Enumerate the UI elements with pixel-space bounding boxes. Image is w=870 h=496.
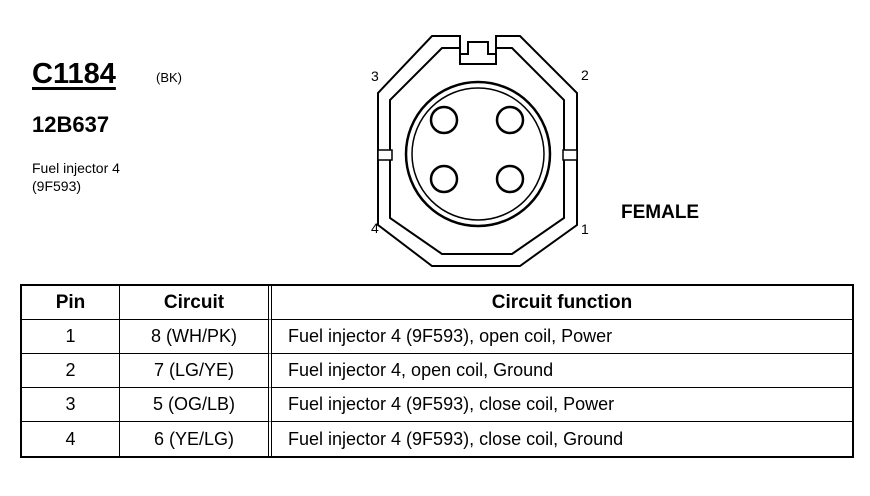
connector-color-code: (BK) — [156, 70, 182, 85]
cell-pin: 2 — [22, 354, 120, 388]
left-latch-tab — [377, 149, 393, 161]
header-circuit-function: Circuit function — [272, 286, 852, 320]
connector-gender-label: FEMALE — [621, 202, 700, 223]
cell-circuit: 6 (YE/LG) — [120, 422, 272, 456]
part-number: 12B637 — [32, 112, 110, 137]
description-line-1: Fuel injector 4 — [32, 160, 120, 176]
cell-function: Fuel injector 4, open coil, Ground — [272, 354, 852, 388]
connector-description: Fuel injector 4 (9F593) — [32, 159, 120, 195]
table-row: 2 7 (LG/YE) Fuel injector 4, open coil, … — [22, 354, 852, 388]
pin-3-socket — [429, 105, 459, 135]
connector-face-diagram: 3 2 4 1 — [371, 35, 589, 267]
connector-outer-shell — [377, 35, 578, 267]
right-latch-tab — [562, 149, 578, 161]
cell-pin: 1 — [22, 320, 120, 354]
cell-pin: 3 — [22, 388, 120, 422]
table-row: 3 5 (OG/LB) Fuel injector 4 (9F593), clo… — [22, 388, 852, 422]
cell-function: Fuel injector 4 (9F593), close coil, Pow… — [272, 388, 852, 422]
cell-pin: 4 — [22, 422, 120, 456]
pin-label-bottom-right: 1 — [581, 221, 589, 237]
cell-function: Fuel injector 4 (9F593), close coil, Gro… — [288, 428, 624, 449]
pin-1-socket — [495, 164, 525, 194]
table-header-row: Pin Circuit Circuit function — [22, 286, 852, 320]
pin-cavity-inner-ring — [411, 87, 545, 221]
pin-4-socket — [429, 164, 459, 194]
pin-cavity-ring — [404, 80, 552, 228]
table-row: 1 8 (WH/PK) Fuel injector 4 (9F593), ope… — [22, 320, 852, 354]
cell-function: Fuel injector 4 (9F593), open coil, Powe… — [272, 320, 852, 354]
header-pin: Pin — [22, 286, 120, 320]
connector-id: C1184 — [32, 58, 116, 90]
pin-circuit-table: Pin Circuit Circuit function 1 8 (WH/PK)… — [20, 284, 854, 458]
description-line-2: (9F593) — [32, 178, 82, 194]
pin-label-top-right: 2 — [581, 67, 589, 83]
connector-inner-shell — [389, 47, 565, 255]
pin-label-bottom-left: 4 — [371, 220, 379, 236]
cell-circuit: 5 (OG/LB) — [120, 388, 272, 422]
pin-label-top-left: 3 — [371, 68, 379, 84]
header-circuit: Circuit — [120, 286, 272, 320]
cell-circuit: 8 (WH/PK) — [120, 320, 272, 354]
pin-2-socket — [495, 105, 525, 135]
cell-circuit: 7 (LG/YE) — [120, 354, 272, 388]
table-row: 4 6 (YE/LG) Fuel injector 4 (9F593), clo… — [22, 422, 852, 456]
